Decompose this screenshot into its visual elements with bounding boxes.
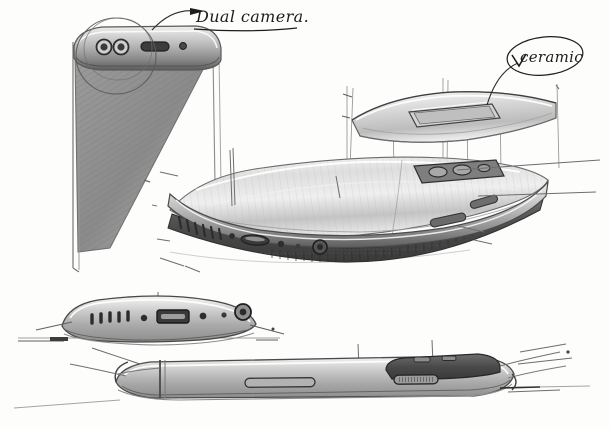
proximity-sensor-icon xyxy=(179,42,187,50)
speaker-hole-array xyxy=(90,310,130,325)
bottom-profile-shadow-mark xyxy=(50,337,68,341)
bottom-profile-construction xyxy=(18,321,285,342)
side-profile-baseline-left xyxy=(13,399,121,409)
side-right-cap xyxy=(511,373,517,391)
dual-camera-underline xyxy=(193,27,298,32)
construction-tick-a xyxy=(143,179,151,183)
usb-c-port-insert xyxy=(245,236,265,242)
ceramic-leader-check xyxy=(511,53,527,68)
annotation-ceramic: ceramic xyxy=(506,36,584,76)
right-frame-rail-inner xyxy=(218,55,222,187)
sensor-hole xyxy=(295,243,301,249)
construction-tick-b xyxy=(151,204,158,207)
camera-callout-circle-inner xyxy=(83,17,153,81)
underside-texture xyxy=(250,244,452,258)
side-right-shadow-mark xyxy=(499,386,541,389)
side-right-leader-a xyxy=(499,351,561,367)
view-top-edge-detail xyxy=(72,8,222,273)
bottom-edge-features xyxy=(177,215,328,255)
bottom-edge-chamfer xyxy=(63,332,255,346)
guide-tick-3 xyxy=(555,84,560,90)
frame-highlight xyxy=(175,189,543,241)
side-profile-lower-line xyxy=(121,379,511,396)
ceramic-panel-thickness-line xyxy=(361,112,553,135)
microphone-hole-right xyxy=(277,240,285,248)
dual-camera-label: Dual camera. xyxy=(195,7,309,26)
perspective-construction-lines xyxy=(156,147,601,273)
power-button-texture xyxy=(397,376,434,383)
ceramic-circle-highlight xyxy=(506,36,584,76)
bottom-edge-lower-line xyxy=(65,329,249,341)
top-edge-shadow-line xyxy=(75,56,220,67)
side-button-lower xyxy=(469,194,499,209)
camera-bump-lens-side xyxy=(413,356,431,363)
camera-module-cutout-inner xyxy=(413,105,496,125)
ceramic-panel-bottom-edge xyxy=(359,117,557,143)
speaker-grille-slots xyxy=(177,215,223,241)
bottom-edge-highlight xyxy=(69,298,251,323)
stray-dot-a xyxy=(271,327,275,331)
microphone-hole-profile xyxy=(140,314,148,322)
ceramic-panel-highlight xyxy=(355,94,553,121)
glass-shadow-lower xyxy=(185,199,531,233)
chamfered-metal-frame xyxy=(167,180,549,249)
guide-tick-1 xyxy=(342,93,353,98)
left-rail-tip xyxy=(72,267,80,273)
guide-tick-2 xyxy=(341,115,351,119)
ceramic-label: ceramic xyxy=(520,48,583,66)
view-main-perspective xyxy=(156,147,601,273)
view-exploded-back-cover xyxy=(341,53,560,197)
side-left-taper xyxy=(117,367,161,375)
side-left-leader xyxy=(69,363,127,377)
ceramic-leader-line xyxy=(486,62,519,106)
glass-centre-crease xyxy=(391,159,403,237)
usb-c-port-insert-profile xyxy=(161,314,185,319)
camera-lens-primary-pupil xyxy=(100,43,108,51)
bump-lens-1 xyxy=(428,166,448,178)
view-side-profile xyxy=(13,339,591,409)
right-frame-rail xyxy=(212,54,216,186)
headphone-jack-bore xyxy=(317,244,323,250)
camera-bump-flash-side xyxy=(441,355,457,361)
side-left-cap xyxy=(114,361,129,383)
glass-highlight-mid xyxy=(205,180,519,207)
side-right-leader-b xyxy=(507,365,567,379)
headphone-jack-profile-bore xyxy=(239,308,247,316)
view-bottom-edge-profile xyxy=(18,292,285,346)
camera-lens-secondary-pupil xyxy=(117,43,125,51)
wedge-hatching xyxy=(75,58,208,252)
annotation-dual-camera: Dual camera. xyxy=(193,7,309,32)
microphone-hole-left xyxy=(229,233,235,239)
ground-line xyxy=(169,249,471,263)
camera-cutout-highlight xyxy=(411,101,490,111)
side-button-upper xyxy=(429,212,467,228)
sensor-hole-profile xyxy=(221,312,227,318)
top-edge-highlight xyxy=(77,30,218,49)
volume-rocker xyxy=(244,377,316,388)
dual-camera-leader-arrow xyxy=(190,8,205,15)
ceramic-panel-top-edge xyxy=(351,91,557,121)
stray-dot-b xyxy=(566,350,570,354)
side-profile-chamfer xyxy=(117,383,513,401)
microphone-hole-profile-right xyxy=(199,312,207,320)
